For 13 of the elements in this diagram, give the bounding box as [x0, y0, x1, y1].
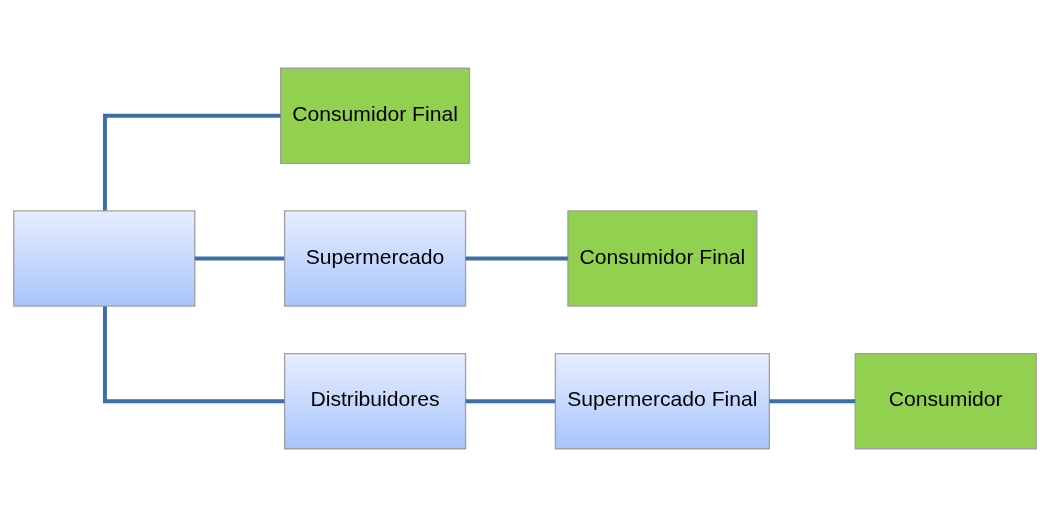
connector — [102, 113, 281, 211]
connector — [102, 305, 285, 403]
connector — [465, 256, 568, 260]
connector — [465, 398, 556, 403]
node-box: Supermercado — [283, 209, 467, 307]
node-box: Consumidor — [854, 352, 1037, 449]
connector — [769, 398, 856, 403]
node-box: Supermercado Final — [554, 352, 771, 449]
node-box — [13, 209, 196, 307]
node-box: Distribuidores — [283, 352, 467, 449]
connector — [194, 256, 285, 260]
node-box: Consumidor Final — [279, 67, 471, 164]
node-box: Consumidor Final — [567, 209, 758, 307]
